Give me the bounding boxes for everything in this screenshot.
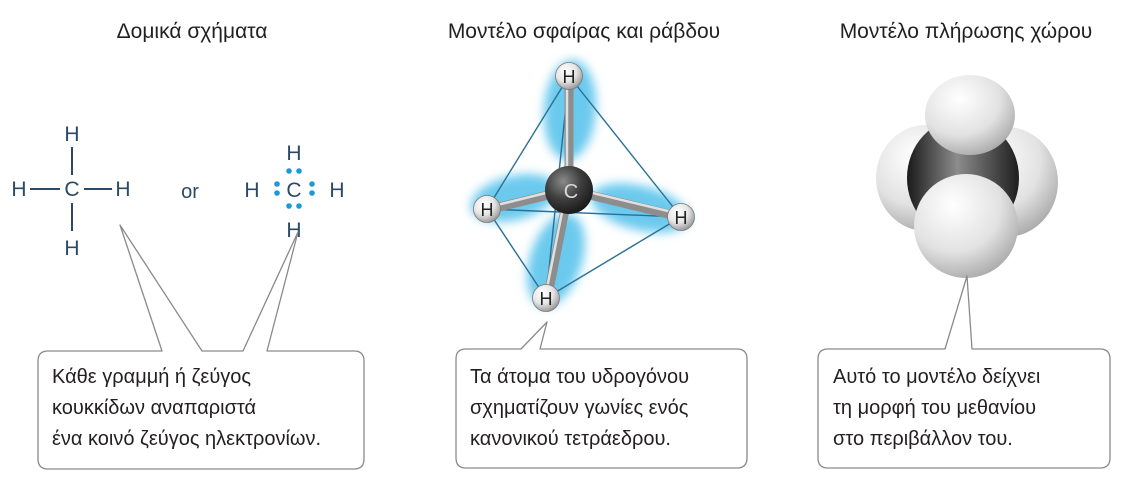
sf-hydrogen-top xyxy=(925,75,1015,155)
hydrogen-label-left: H xyxy=(481,200,494,220)
electron-pairs xyxy=(274,168,315,209)
callout-ball-stick: Τα άτομα του υδρογόνου σχηματίζουν γωνίε… xyxy=(470,362,689,455)
title-space-filling: Μοντέλο πλήρωσης χώρου xyxy=(840,20,1093,43)
callout-structural: Κάθε γραμμή ή ζεύγος κουκκίδων αναπαριστ… xyxy=(52,362,321,455)
carbon-label: C xyxy=(564,181,578,203)
callout-bubble-structural xyxy=(37,224,365,470)
callout-bubble-ball-stick xyxy=(455,321,748,469)
hydrogen-label-right: H xyxy=(675,208,688,228)
hydrogen-ball-right xyxy=(667,203,695,231)
callout-space-filling: Αυτό το μοντέλο δείχνει τη μορφή του μεθ… xyxy=(833,362,1040,455)
callout-bubble-space-filling xyxy=(817,275,1111,469)
hydrogen-ball-top xyxy=(555,62,583,90)
ball-and-stick-model: C H H H H xyxy=(470,60,695,312)
lewis-line-formula: H H C H H xyxy=(11,123,130,260)
title-ball-and-stick: Μοντέλο σφαίρας και ράβδου xyxy=(448,20,720,43)
dot-atom-h-top: H xyxy=(286,142,301,165)
callout-space-filling-line-2: τη μορφή του μεθανίου xyxy=(833,397,1037,419)
hydrogen-label-bottom: H xyxy=(540,289,553,309)
atom-h-bottom: H xyxy=(64,237,79,260)
lewis-dot-formula: H H C H H xyxy=(244,142,344,242)
sf-hydrogen-front xyxy=(914,174,1018,278)
callout-space-filling-line-3: στο περιβάλλον του. xyxy=(833,428,1013,450)
dot-atom-h-right: H xyxy=(329,179,344,202)
carbon-ball xyxy=(545,166,593,214)
callout-structural-line-1: Κάθε γραμμή ή ζεύγος xyxy=(52,366,252,388)
atom-h-right: H xyxy=(115,178,130,201)
dot-atom-c: C xyxy=(286,179,301,202)
space-filling-model xyxy=(876,75,1058,278)
dot-atom-h-bottom: H xyxy=(286,219,301,242)
callout-ball-stick-line-3: κανονικού τετράεδρου. xyxy=(470,428,671,450)
dot-atom-h-left: H xyxy=(244,179,259,202)
hydrogen-ball-bottom xyxy=(532,284,560,312)
callout-structural-line-2: κουκκίδων αναπαριστά xyxy=(52,397,257,419)
hydrogen-label-top: H xyxy=(563,67,576,87)
callout-space-filling-line-1: Αυτό το μοντέλο δείχνει xyxy=(833,366,1041,388)
title-structural-formulas: Δομικά σχήματα xyxy=(117,20,268,43)
hydrogen-ball-left xyxy=(473,195,501,223)
or-label: or xyxy=(181,181,199,203)
atom-c: C xyxy=(64,178,79,201)
atom-h-top: H xyxy=(64,123,79,146)
callout-structural-line-3: ένα κοινό ζεύγος ηλεκτρονίων. xyxy=(52,428,322,450)
callout-ball-stick-line-1: Τα άτομα του υδρογόνου xyxy=(470,366,690,388)
atom-h-left: H xyxy=(11,178,26,201)
callout-ball-stick-line-2: σχηματίζουν γωνίες ενός xyxy=(470,397,689,419)
